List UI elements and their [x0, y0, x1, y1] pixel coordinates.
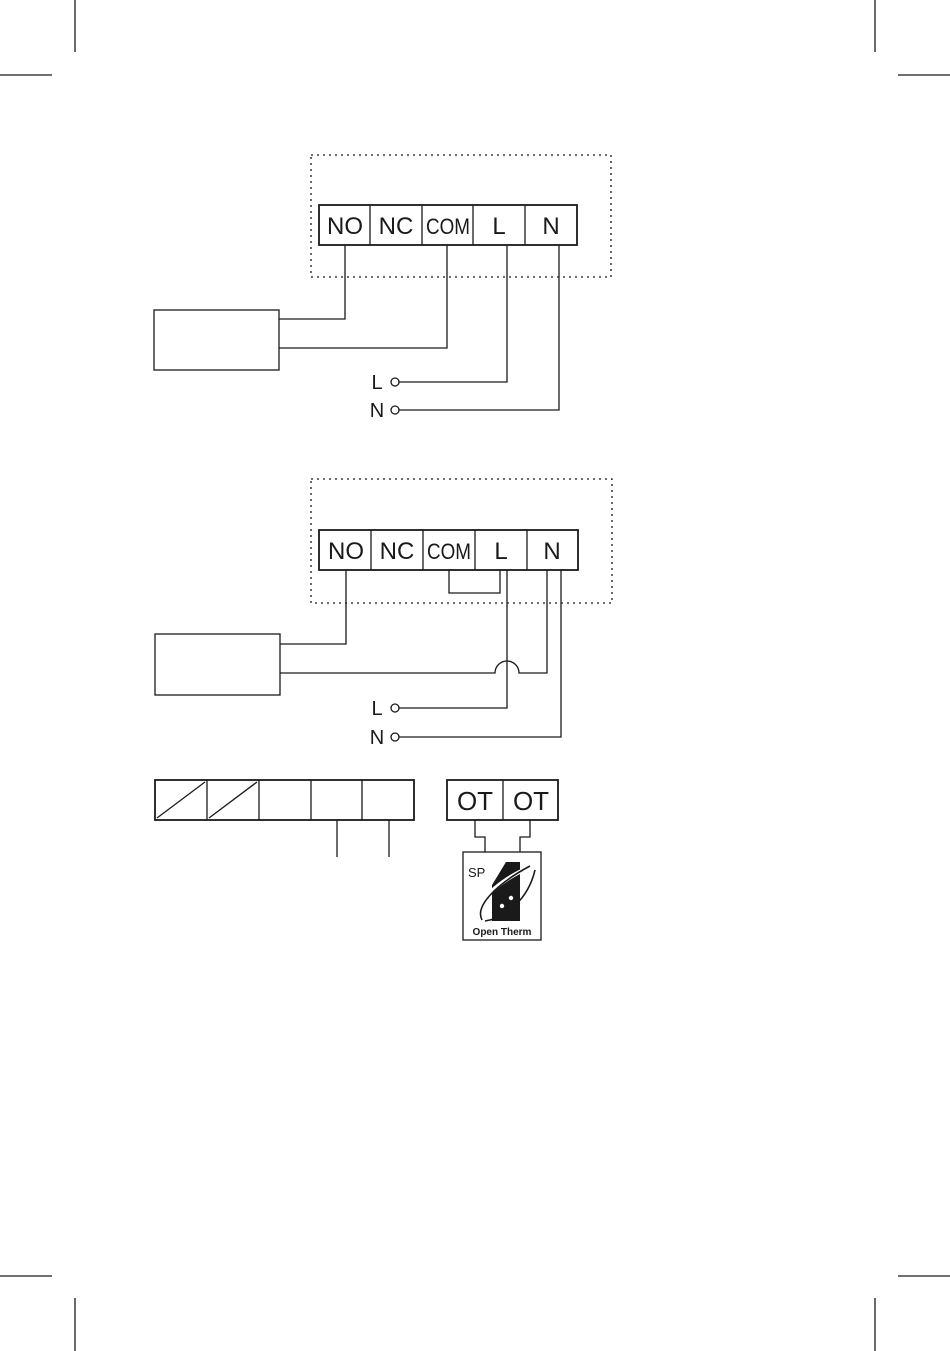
opentherm-logo-sp: SP [468, 865, 485, 880]
terminal-label-com-1: COM [426, 214, 470, 239]
terminal-label-l-2: L [494, 538, 507, 565]
diagram-2 [155, 479, 612, 741]
wire-no-1 [279, 245, 345, 319]
terminal-label-no-1: NO [327, 213, 363, 240]
ot-terminal-label-2: OT [513, 786, 549, 816]
supply-label-l-2: L [371, 698, 382, 720]
unused-slash-1 [157, 782, 205, 818]
ot-wire-right [520, 820, 530, 852]
opentherm-logo-icon [479, 862, 535, 921]
supply-n-terminal-2 [391, 733, 399, 741]
supply-label-n-1: N [370, 400, 384, 422]
supply-n-terminal-1 [391, 406, 399, 414]
terminal-label-l-1: L [492, 213, 505, 240]
ot-wire-left [475, 820, 485, 852]
wire-n-1 [399, 245, 559, 410]
wire-n-2 [399, 570, 561, 737]
unused-slash-2 [209, 782, 257, 818]
terminal-label-no-2: NO [328, 538, 364, 565]
terminal-label-n-1: N [542, 213, 559, 240]
supply-label-n-2: N [370, 727, 384, 749]
low-voltage-terminal-strip [155, 780, 414, 857]
opentherm-logo-text: Open Therm [473, 927, 532, 938]
boiler-box-2 [155, 634, 280, 695]
jumper-com-l [449, 570, 500, 593]
terminal-label-nc-1: NC [379, 213, 414, 240]
wire-l-1 [399, 245, 507, 382]
supply-l-terminal-2 [391, 704, 399, 712]
wire-l-2 [399, 570, 507, 708]
wire-no-2 [280, 570, 346, 644]
supply-label-l-1: L [371, 372, 382, 394]
terminal-label-com-2: COM [427, 539, 471, 564]
terminal-label-nc-2: NC [380, 538, 415, 565]
terminal-label-n-2: N [543, 538, 560, 565]
wire-com-1 [279, 245, 447, 348]
ot-terminal-label-1: OT [457, 786, 493, 816]
boiler-box-1 [154, 310, 279, 370]
supply-l-terminal-1 [391, 378, 399, 386]
